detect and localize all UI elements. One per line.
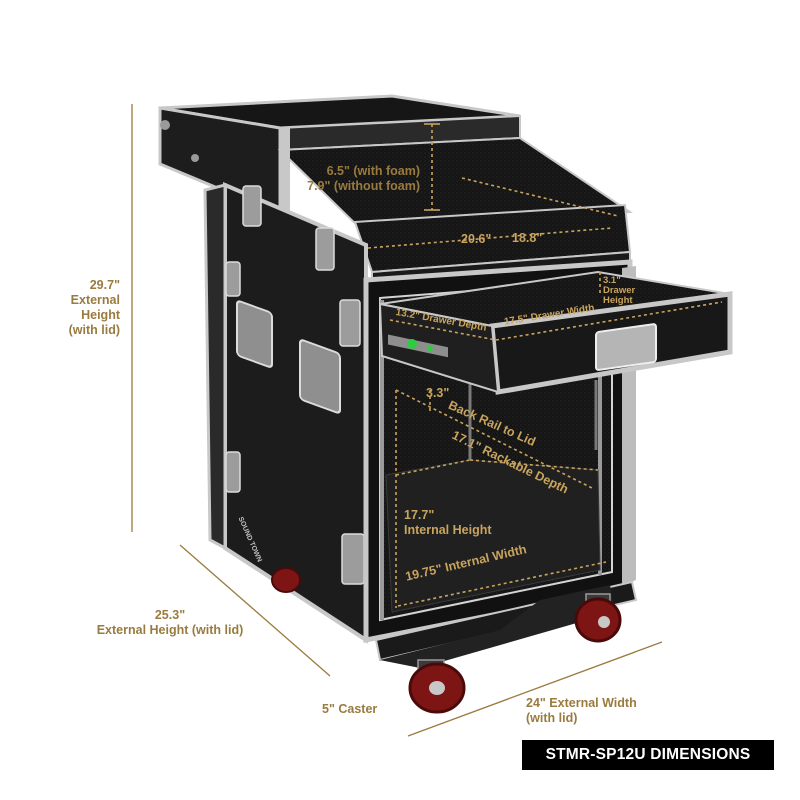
caster-base: [271, 567, 638, 714]
internal-height-dimension: 17.7" Internal Height: [404, 508, 492, 538]
external-height-label-line3: (with lid): [68, 323, 120, 337]
drawer-height-dimension: 3.1" Drawer Height: [603, 276, 635, 306]
internal-height-value: 17.7": [404, 508, 435, 522]
back-rail-value: 3.3": [426, 386, 450, 400]
caster-size-label: 5" Caster: [322, 702, 378, 716]
external-height-label-line2: Height: [81, 308, 120, 322]
width-dimension-line: [407, 641, 663, 737]
case-lid: [158, 94, 521, 217]
shelf-width-guide: [367, 227, 613, 249]
top-height-without-foam: 7.9" (without foam): [307, 179, 420, 193]
top-compartment-height: 6.5" (with foam) 7.9" (without foam): [300, 164, 420, 194]
rackable-depth-guide: [395, 389, 593, 489]
dimension-lines: [131, 104, 663, 737]
interior-guides: [367, 123, 723, 608]
external-height-label-line1: External: [70, 293, 120, 307]
external-width-dimension: 24" External Width (with lid): [526, 696, 637, 726]
drawer-height-label-line1: Drawer: [603, 285, 636, 296]
caster-wheel-back-left: [271, 567, 301, 593]
depth-dimension-line: [179, 544, 331, 677]
external-depth-label: External Height (with lid): [96, 623, 244, 637]
external-width-value: 24" External Width: [526, 696, 637, 710]
drawer-width-guide: [495, 301, 723, 341]
drawer-height-label-line2: Height: [603, 295, 633, 306]
shelf-depth-label: 18.8": [512, 231, 543, 245]
external-depth-dimension: 25.3" External Height (with lid): [90, 608, 250, 638]
external-height-dimension: 29.7" External Height (with lid): [52, 278, 120, 338]
external-height-value: 29.7": [89, 278, 120, 292]
shelf-width-label: 20.6": [461, 232, 492, 246]
top-height-with-foam: 6.5" (with foam): [326, 164, 420, 178]
drawer: [378, 270, 733, 395]
external-width-note: (with lid): [526, 711, 578, 725]
shelf-depth-guide: [461, 177, 619, 217]
dimensions-title-banner: STMR-SP12U DIMENSIONS: [522, 740, 774, 770]
drawer-height-value: 3.1": [603, 275, 621, 286]
external-depth-value: 25.3": [154, 608, 186, 622]
caster-wheel-front-right: [574, 597, 622, 643]
internal-height-label: Internal Height: [404, 523, 492, 537]
